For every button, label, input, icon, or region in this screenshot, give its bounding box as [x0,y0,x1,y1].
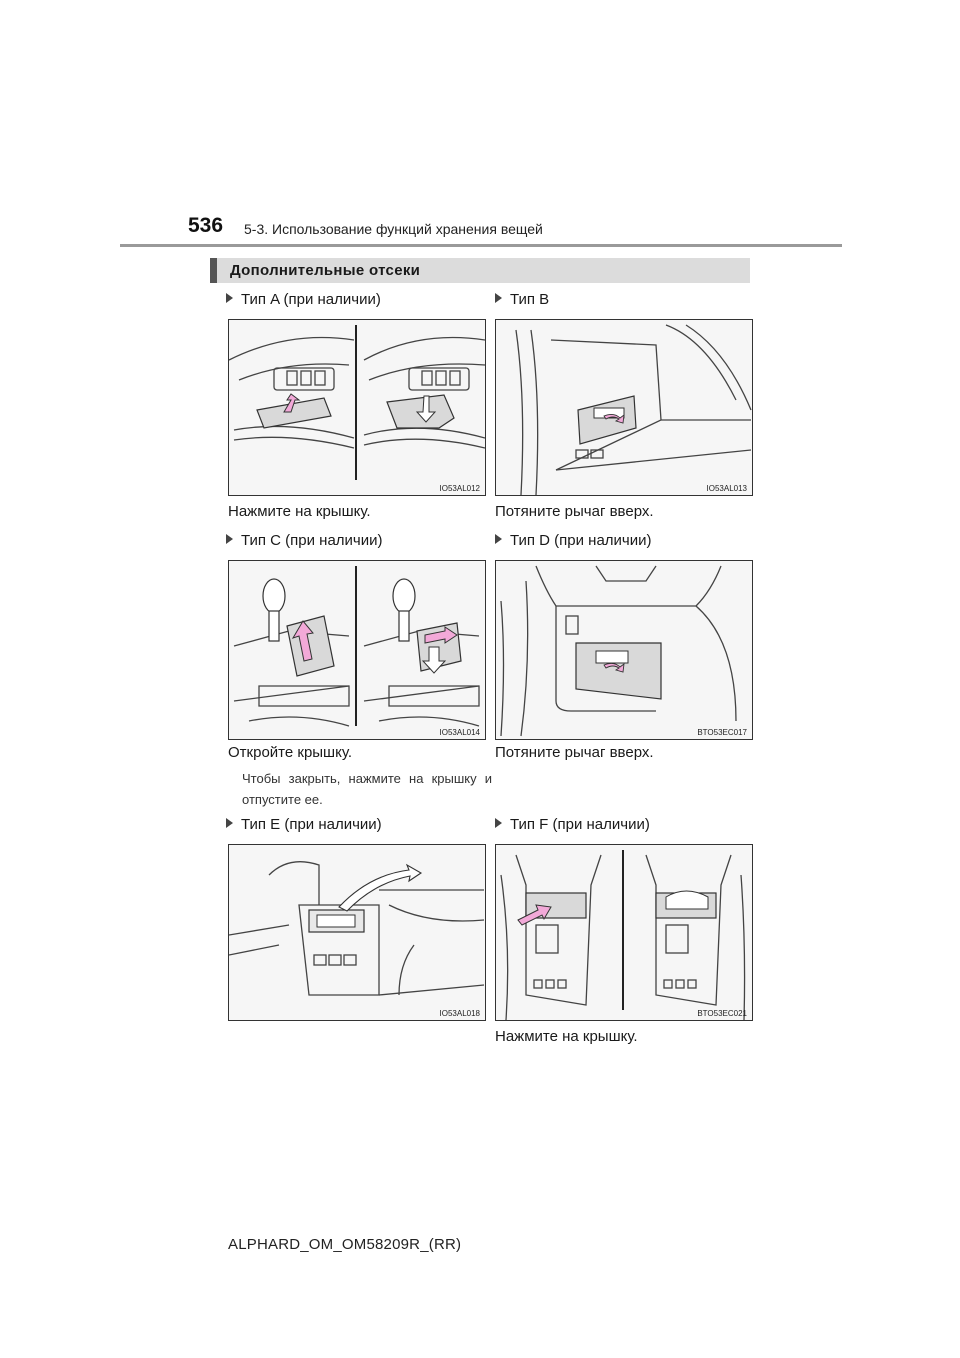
triangle-right-icon [495,818,502,828]
footer-document-id: ALPHARD_OM_OM58209R_(RR) [228,1236,462,1253]
page-number: 536 [188,214,224,237]
type-a-label: Тип A (при наличии) [226,291,381,308]
type-c-label: Тип C (при наличии) [226,532,383,549]
type-e-label-text: Тип E (при наличии) [241,816,382,833]
section-path: 5-3. Использование функций хранения веще… [244,221,543,237]
section-bar-accent [210,258,217,283]
type-a-label-text: Тип A (при наличии) [241,291,381,308]
figure-code-type-b: IO53AL013 [706,484,747,493]
caption-type-a: Нажмите на крышку. [228,503,371,520]
triangle-right-icon [495,534,502,544]
figure-code-type-e: IO53AL018 [439,1009,480,1018]
figure-type-b: IO53AL013 [495,319,753,496]
type-d-label: Тип D (при наличии) [495,532,652,549]
type-c-label-text: Тип C (при наличии) [241,532,383,549]
caption-type-b: Потяните рычаг вверх. [495,503,654,520]
figure-type-c: IO53AL014 [228,560,486,740]
figure-type-a: IO53AL012 [228,319,486,496]
caption-type-c: Откройте крышку. [228,744,352,761]
illustration-type-d [500,565,737,737]
figure-code-type-c: IO53AL014 [439,728,480,737]
illustration-type-a [229,325,485,480]
illustration-type-e [229,861,485,996]
note-type-c: Чтобы закрыть, нажмите на крышку и отпус… [242,771,492,807]
figure-code-type-f: BTO53EC021 [697,1009,747,1018]
type-f-label-text: Тип F (при наличии) [510,816,650,833]
figure-type-d: BTO53EC017 [495,560,753,740]
header-divider [120,244,842,247]
triangle-right-icon [226,818,233,828]
type-f-label: Тип F (при наличии) [495,816,650,833]
caption-type-d: Потяните рычаг вверх. [495,744,654,761]
section-heading-bar: Дополнительные отсеки [210,258,750,283]
type-d-label-text: Тип D (при наличии) [510,532,652,549]
section-title: Дополнительные отсеки [230,262,421,279]
type-b-label: Тип B [495,291,549,308]
triangle-right-icon [495,293,502,303]
caption-type-f: Нажмите на крышку. [495,1028,638,1045]
illustration-type-b [515,324,752,495]
triangle-right-icon [226,534,233,544]
figure-type-e: IO53AL018 [228,844,486,1021]
figure-type-f: BTO53EC021 [495,844,753,1021]
type-b-label-text: Тип B [510,291,550,308]
illustration-type-f [500,850,746,1020]
illustration-type-c [233,566,480,727]
figure-code-type-a: IO53AL012 [439,484,480,493]
triangle-right-icon [226,293,233,303]
type-e-label: Тип E (при наличии) [226,816,382,833]
figure-code-type-d: BTO53EC017 [697,728,747,737]
